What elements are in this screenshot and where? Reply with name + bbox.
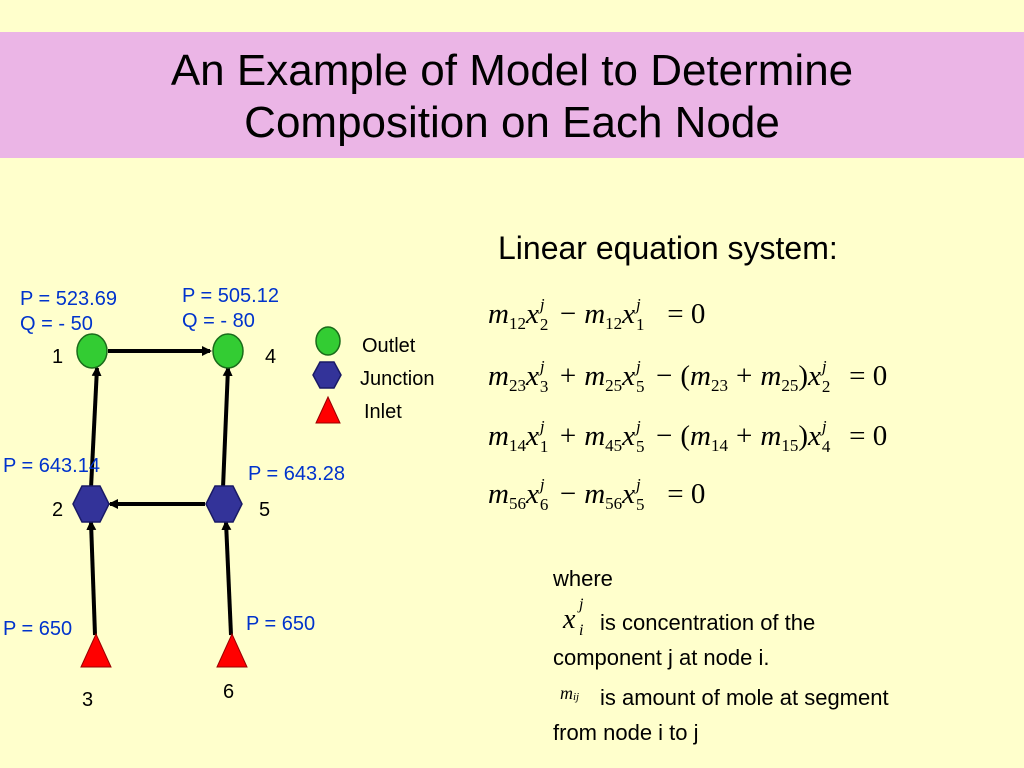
node-3-id: 3 — [82, 689, 93, 711]
equation-4-rhs: = 0 — [667, 478, 706, 510]
x-description-line-2: component j at node i. — [553, 645, 770, 670]
equation-3-rhs: = 0 — [849, 420, 888, 452]
node-6-pressure: P = 650 — [246, 613, 315, 635]
node-6-id: 6 — [223, 681, 234, 703]
node-2-id: 2 — [52, 499, 63, 521]
node-4-flow: Q = - 80 — [182, 310, 255, 332]
equation-1-rhs: = 0 — [667, 298, 706, 330]
title-bar: An Example of Model to Determine Composi… — [0, 32, 1024, 158]
m-description-line-2: from node i to j — [553, 720, 699, 745]
edge-2-1 — [89, 366, 102, 489]
node-4-pressure: P = 505.12 — [182, 285, 279, 307]
equation-2-rhs: = 0 — [849, 360, 888, 392]
legend-junction-label: Junction — [360, 368, 435, 390]
node-1-pressure: P = 523.69 — [20, 288, 117, 310]
node-6-inlet — [216, 632, 248, 668]
legend-outlet-label: Outlet — [362, 335, 416, 357]
x-description-line-1: is concentration of the — [600, 610, 816, 635]
node-1-outlet — [76, 333, 108, 369]
equation-heading: Linear equation system: — [498, 230, 838, 266]
legend-inlet-icon — [315, 395, 341, 424]
node-5-pressure: P = 643.28 — [248, 463, 345, 485]
node-3-inlet — [80, 632, 112, 668]
slide-title-line-2: Composition on Each Node — [244, 98, 780, 147]
edge-3-2 — [86, 520, 97, 636]
edge-6-5 — [221, 520, 233, 636]
m-description-line-1: is amount of mole at segment — [600, 685, 889, 710]
legend-junction-icon — [312, 361, 342, 389]
node-1-flow: Q = - 50 — [20, 313, 93, 335]
node-3-pressure: P = 650 — [3, 618, 72, 640]
slide-title-line-1: An Example of Model to Determine — [170, 46, 854, 95]
where-label: where — [553, 566, 613, 591]
node-4-id: 4 — [265, 346, 276, 368]
node-5-id: 5 — [259, 499, 270, 521]
node-5-junction — [205, 485, 243, 523]
node-1-id: 1 — [52, 346, 63, 368]
node-4-outlet — [212, 333, 244, 369]
node-2-junction — [72, 485, 110, 523]
legend-inlet-label: Inlet — [364, 401, 402, 423]
edge-5-4 — [221, 366, 233, 489]
legend-outlet-icon — [315, 326, 341, 356]
node-2-pressure: P = 643.14 — [3, 455, 100, 477]
